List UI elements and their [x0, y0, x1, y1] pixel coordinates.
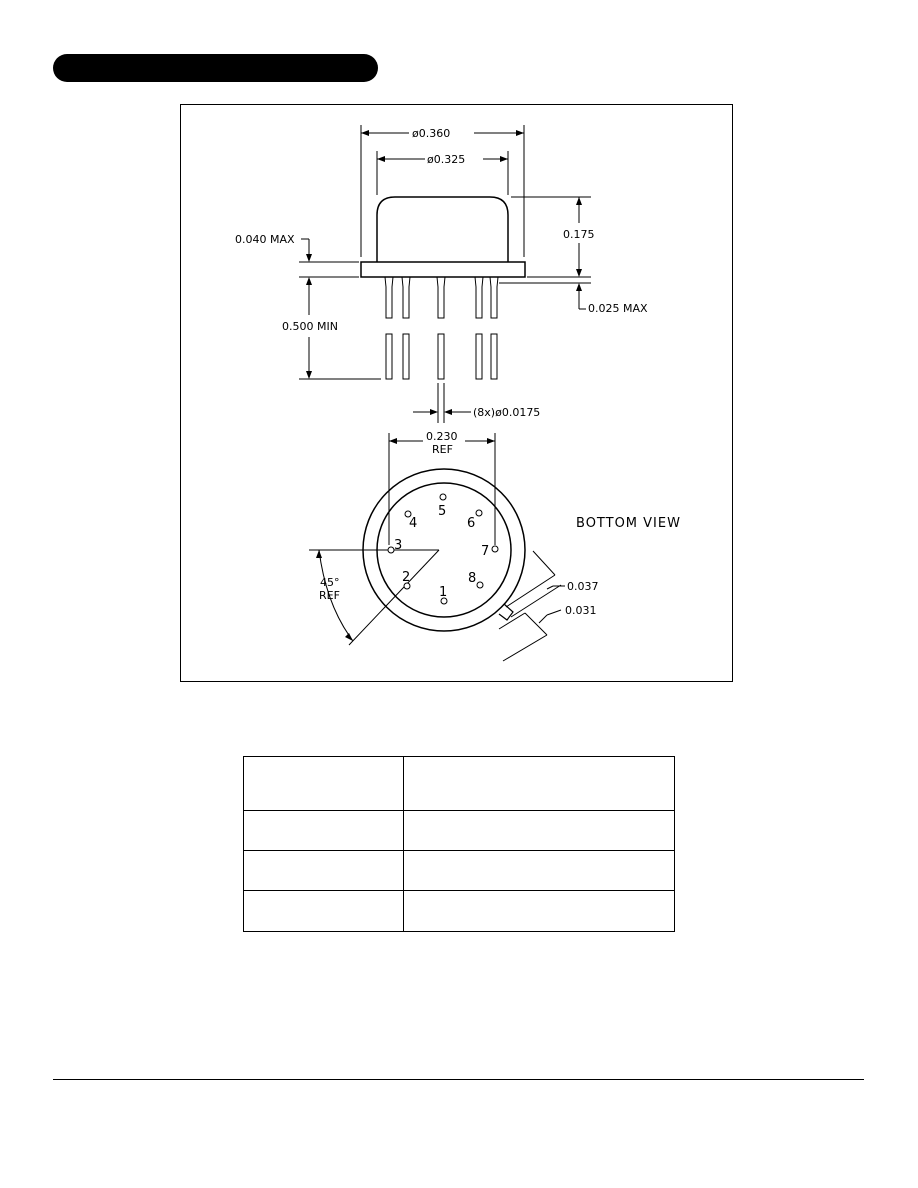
pin-3-label: 3	[394, 538, 402, 553]
table-row	[243, 810, 675, 851]
leads-lower	[385, 333, 498, 380]
package-outline-drawing: ø0.360 ø0.325 0.175 0.040 MAX 0.025 MAX …	[180, 104, 733, 682]
table-cell	[403, 850, 675, 891]
tab-width-label: 0.037	[567, 580, 599, 593]
pin-6-label: 6	[467, 516, 475, 531]
outer-diameter-label: ø0.360	[412, 127, 450, 140]
pin-6	[475, 509, 483, 517]
pin-circle-label: 0.230	[426, 430, 458, 443]
table-row	[243, 850, 675, 891]
table-cell	[243, 810, 404, 851]
table-row	[243, 890, 675, 932]
flange	[360, 261, 526, 278]
pin-4-label: 4	[409, 516, 417, 531]
pin-4	[404, 510, 412, 518]
orientation-tab	[498, 603, 514, 621]
leads-upper	[384, 276, 499, 319]
can-body	[376, 196, 509, 262]
table-cell	[243, 850, 404, 891]
pin-1-label: 1	[439, 585, 447, 600]
lead-length-label: 0.500 MIN	[282, 320, 338, 333]
pin-5-label: 5	[438, 504, 446, 519]
flange-thickness-label: 0.040 MAX	[235, 233, 295, 246]
pin-8	[476, 581, 484, 589]
package-outline-svg: ø0.360 ø0.325 0.175 0.040 MAX 0.025 MAX …	[235, 125, 681, 662]
pin-5	[439, 493, 447, 501]
angle-ref-label: REF	[319, 589, 340, 602]
inner-diameter-label: ø0.325	[427, 153, 465, 166]
pin-circle-ref-label: REF	[432, 443, 453, 456]
pin-7-label: 7	[481, 544, 489, 559]
table-cell	[403, 810, 675, 851]
angle-label: 45°	[320, 576, 340, 589]
table-cell	[403, 890, 675, 932]
lead-offset-label: 0.025 MAX	[588, 302, 648, 315]
pin-8-label: 8	[468, 571, 476, 586]
table-cell	[243, 890, 404, 932]
pin-2	[403, 582, 411, 590]
info-table	[243, 756, 675, 932]
pin-holes	[387, 493, 499, 605]
table-cell	[243, 756, 404, 811]
table-row	[243, 756, 675, 811]
arrowheads	[306, 130, 582, 641]
pin-7	[491, 545, 499, 553]
table-cell	[403, 756, 675, 811]
pin-3	[387, 546, 395, 554]
pin-1	[440, 597, 448, 605]
footer-rule	[53, 1079, 864, 1080]
title-bar	[53, 54, 378, 82]
pin-2-label: 2	[402, 570, 410, 585]
height-label: 0.175	[563, 228, 595, 241]
lead-diameter-label: (8x)ø0.0175	[473, 406, 540, 419]
tab-length-label: 0.031	[565, 604, 597, 617]
bottom-view-label: BOTTOM VIEW	[576, 516, 681, 531]
